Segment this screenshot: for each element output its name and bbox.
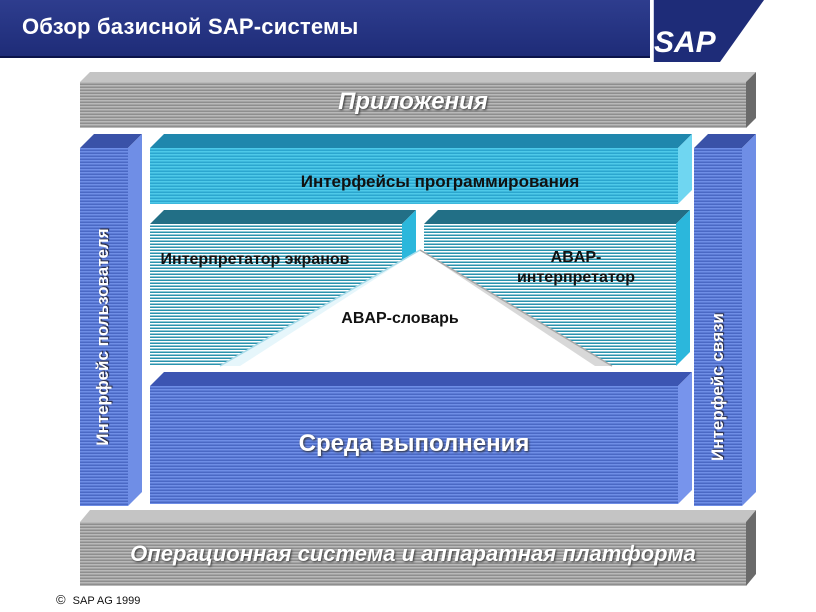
applications-label: Приложения — [338, 88, 488, 115]
abap-dictionary-pyramid — [219, 249, 613, 367]
programming-interfaces-label: Интерфейсы программирования — [300, 172, 580, 191]
os-platform-label: Операционная система и аппаратная платфо… — [130, 541, 696, 566]
communication-interface-label: Интерфейс связи — [708, 313, 727, 461]
abap-interpreter-label: ABAP-интерпретатор — [516, 249, 636, 286]
abap-dictionary-label: ABAP-словарь — [341, 310, 459, 327]
user-interface-label: Интерфейс пользователя — [93, 228, 112, 446]
runtime-environment-label: Среда выполнения — [298, 430, 530, 457]
sap-logo-text: SAP — [654, 26, 717, 59]
programming-interfaces-layer — [150, 134, 692, 204]
sap-logo: SAP — [653, 0, 764, 62]
page-title: Обзор базисной SAP-системы — [22, 14, 359, 39]
os-platform-layer — [80, 510, 756, 586]
screen-interpreter-label: Интерпретатор экранов — [160, 251, 350, 268]
copyright-symbol: © — [56, 592, 66, 607]
applications-layer — [80, 72, 756, 128]
user-interface-column — [80, 134, 142, 506]
title-bar — [0, 0, 650, 58]
copyright-text: SAP AG 1999 — [72, 595, 141, 607]
copyright: © SAP AG 1999 — [56, 592, 140, 607]
communication-interface-column — [694, 134, 756, 506]
runtime-environment-layer — [150, 372, 692, 504]
